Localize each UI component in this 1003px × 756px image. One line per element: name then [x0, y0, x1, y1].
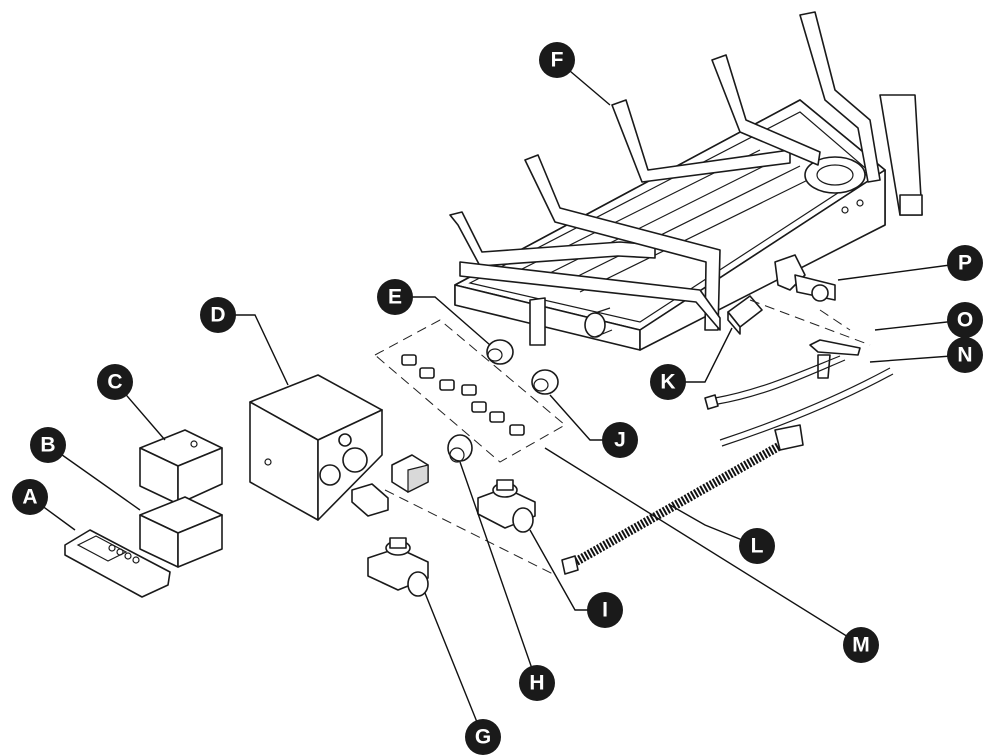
screw-set [374, 319, 566, 463]
regulator-g [367, 537, 429, 597]
callout-K: K [650, 364, 686, 400]
coupler [351, 483, 389, 517]
callout-C-label: C [107, 371, 122, 394]
fitting-h [447, 434, 473, 463]
callout-C: C [97, 364, 133, 400]
callout-H: H [519, 665, 555, 701]
thermocouple [704, 339, 894, 447]
callout-A-label: A [22, 486, 37, 509]
callout-I: I [587, 592, 623, 628]
callout-E: E [377, 279, 413, 315]
callout-A: A [12, 479, 48, 515]
callout-J: J [602, 422, 638, 458]
remote-control [64, 529, 171, 598]
callout-L: L [739, 528, 775, 564]
callout-G: G [465, 719, 501, 755]
callout-F-label: F [551, 49, 564, 72]
flex-gas-line [561, 424, 804, 575]
callout-O: O [947, 302, 983, 338]
callout-B: B [30, 427, 66, 463]
callout-D: D [200, 297, 236, 333]
solenoid [391, 454, 429, 493]
callout-J-label: J [614, 429, 626, 452]
regulator-i [477, 479, 536, 533]
receiver-box-c [139, 429, 223, 505]
fitting-e [486, 339, 514, 365]
callout-K-label: K [660, 371, 675, 394]
fitting-j [531, 369, 559, 395]
callout-H-label: H [529, 672, 544, 695]
battery-box-b [139, 496, 223, 568]
callout-N-label: N [957, 344, 972, 367]
callout-B-label: B [40, 434, 55, 457]
valve-housing [249, 374, 383, 521]
callout-O-label: O [957, 309, 973, 332]
callout-E-label: E [388, 286, 402, 309]
callout-M-label: M [852, 634, 870, 657]
callout-F: F [539, 42, 575, 78]
bracket-k [727, 295, 763, 335]
callout-L-label: L [751, 535, 764, 558]
burner-grate-assembly [449, 11, 923, 351]
callout-D-label: D [210, 304, 225, 327]
callout-M: M [843, 627, 879, 663]
callout-G-label: G [475, 726, 491, 749]
callout-P-label: P [958, 252, 972, 275]
callout-N: N [947, 337, 983, 373]
callout-I-label: I [602, 599, 608, 622]
callout-P: P [947, 245, 983, 281]
pilot-assembly [774, 254, 836, 302]
